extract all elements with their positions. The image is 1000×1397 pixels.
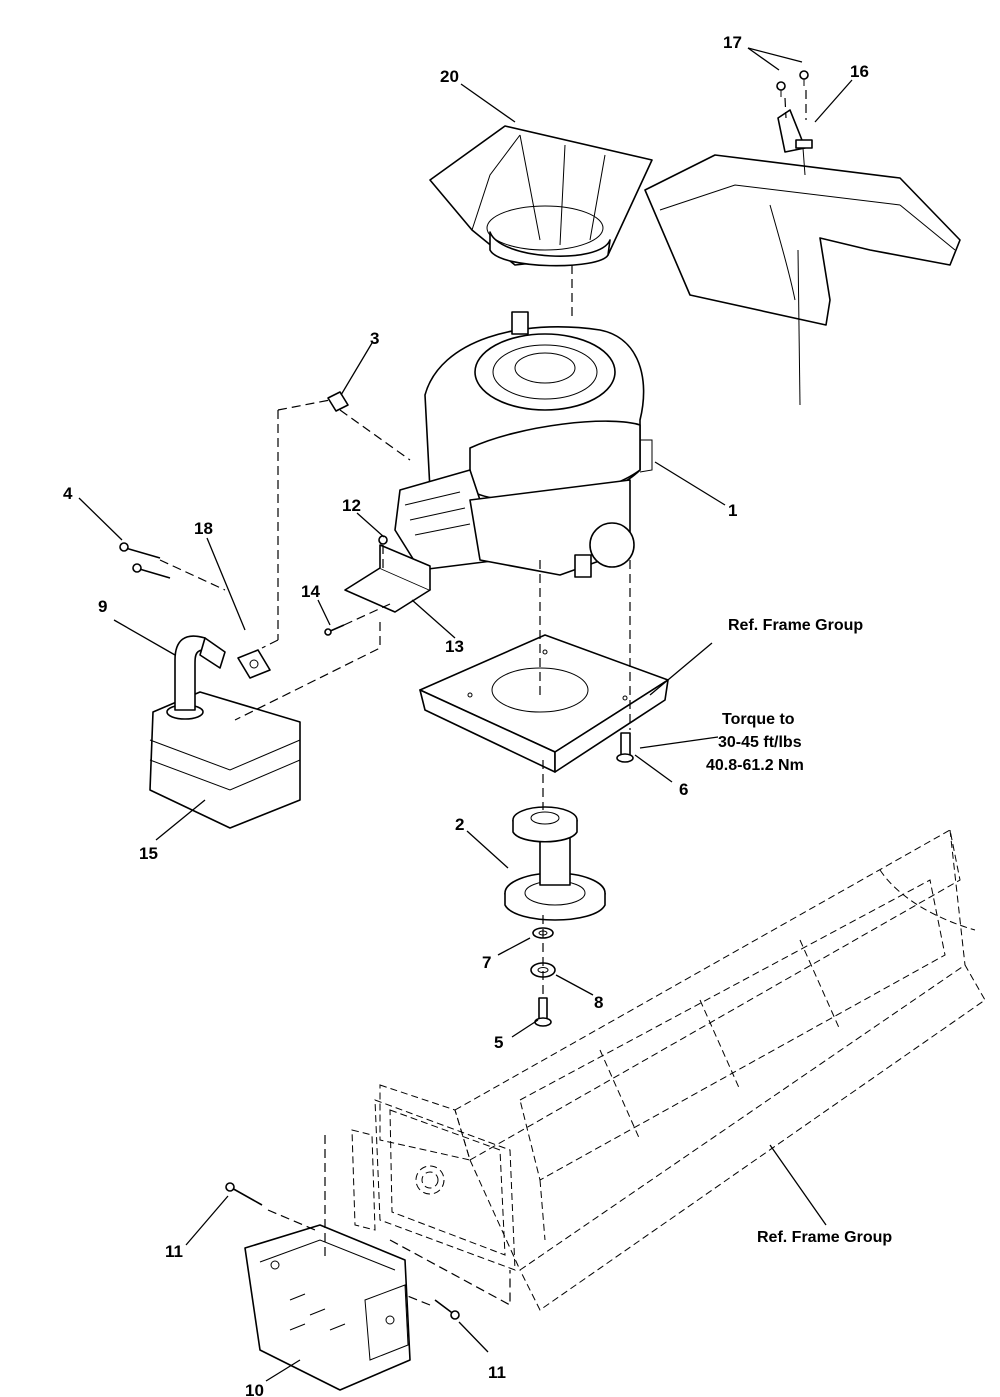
assembly-lines <box>159 90 807 1307</box>
control-cable-part-16[interactable] <box>777 109 813 176</box>
callout-1: 1 <box>728 501 737 520</box>
pulley-part-2[interactable] <box>504 806 606 921</box>
ref-frame-group-bottom-label: Ref. Frame Group <box>757 1229 892 1246</box>
blower-housing-part-20[interactable] <box>429 125 653 267</box>
callout-15: 15 <box>139 844 158 863</box>
callout-6: 6 <box>679 780 688 799</box>
callout-12: 12 <box>342 496 361 515</box>
screw-part-12[interactable] <box>378 535 388 545</box>
callout-11-lower: 11 <box>488 1363 506 1382</box>
muffler-part-15[interactable] <box>149 691 301 829</box>
callout-labels: 20 17 16 3 1 4 18 12 14 13 9 15 6 2 7 8 … <box>63 33 869 1397</box>
engine-mounting-plate <box>419 634 669 773</box>
torque-note-line-1: Torque to <box>722 711 795 728</box>
torque-note-line-3: 40.8-61.2 Nm <box>706 757 804 774</box>
dash-panel <box>644 154 961 406</box>
callout-13: 13 <box>445 637 464 656</box>
diagram-notes: Ref. Frame Group Torque to 30-45 ft/lbs … <box>706 617 892 1246</box>
bolt-part-6[interactable] <box>616 732 634 763</box>
callout-14: 14 <box>301 582 320 601</box>
screws-part-4[interactable] <box>119 542 171 579</box>
callout-17: 17 <box>723 33 742 52</box>
callout-7: 7 <box>482 953 491 972</box>
callout-16: 16 <box>850 62 869 81</box>
callout-2: 2 <box>455 815 464 834</box>
bracket-part-13[interactable] <box>344 544 431 613</box>
screw-part-14[interactable] <box>324 624 345 636</box>
engine-part-1[interactable] <box>394 311 653 578</box>
callout-9: 9 <box>98 597 107 616</box>
bolt-part-5[interactable] <box>534 997 552 1027</box>
callout-8: 8 <box>594 993 603 1012</box>
exhaust-pipe-part-9[interactable] <box>174 635 226 711</box>
screw-part-11-upper[interactable] <box>225 1182 263 1206</box>
callout-20: 20 <box>440 67 459 86</box>
screw-part-11-lower[interactable] <box>434 1299 460 1320</box>
callout-18: 18 <box>194 519 213 538</box>
callout-10: 10 <box>245 1381 264 1397</box>
heat-shield-part-10[interactable] <box>244 1224 411 1391</box>
gasket-part-18[interactable] <box>237 649 271 679</box>
callout-11-upper: 11 <box>165 1242 183 1261</box>
ref-frame-group-top-label: Ref. Frame Group <box>728 617 863 634</box>
torque-note-line-2: 30-45 ft/lbs <box>718 734 802 751</box>
callout-3: 3 <box>370 329 379 348</box>
callout-5: 5 <box>494 1033 503 1052</box>
screws-part-17[interactable] <box>776 70 809 97</box>
leader-lines <box>78 47 853 1382</box>
tractor-frame <box>351 829 986 1311</box>
fitting-part-3[interactable] <box>327 391 349 412</box>
callout-4: 4 <box>63 484 73 503</box>
